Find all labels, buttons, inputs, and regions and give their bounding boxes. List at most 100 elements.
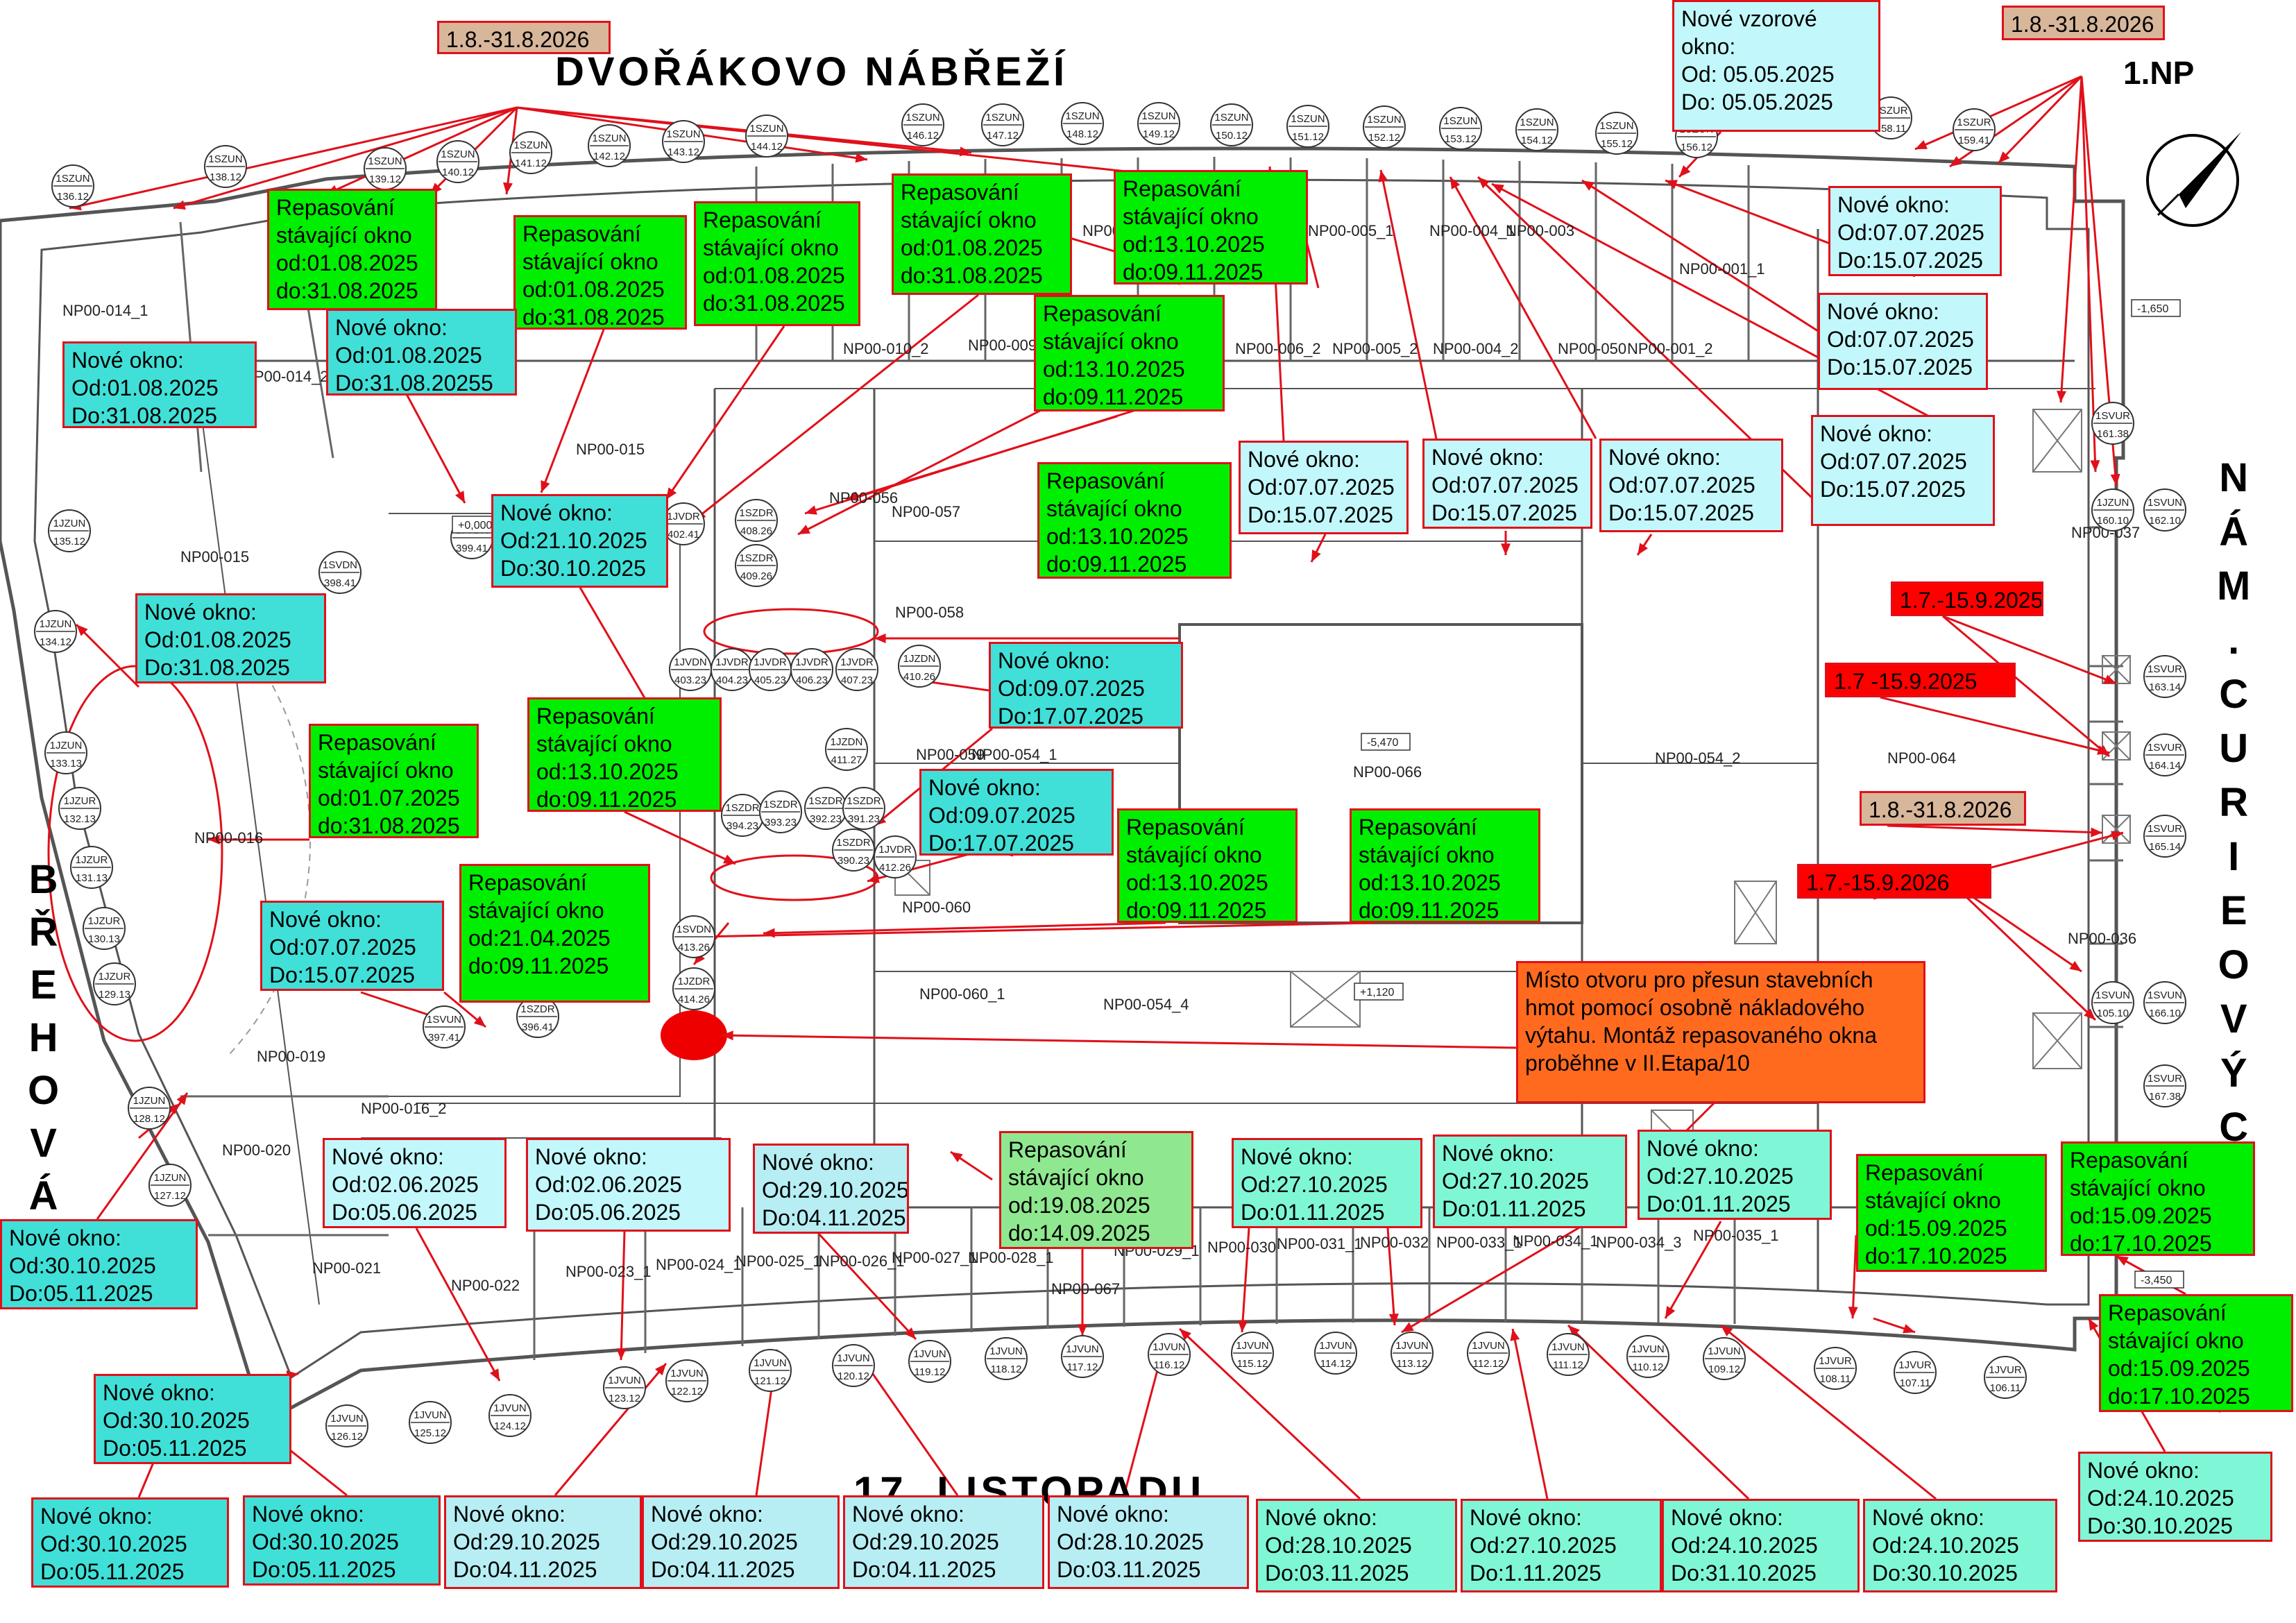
label-line: Od:27.10.2025: [1470, 1533, 1617, 1558]
window-number: 167.38: [2149, 1091, 2181, 1103]
label-line: Nové okno:: [500, 500, 613, 525]
window-number: 404.23: [716, 674, 748, 686]
street-letter: O: [2218, 942, 2250, 987]
label-line: do:09.11.2025: [1123, 260, 1264, 284]
window-number: 408.26: [740, 525, 772, 537]
arrow-head: [489, 1368, 500, 1381]
label-l23: 1.7 -15.9.2025: [1825, 663, 2016, 697]
window-number: 108.11: [1820, 1373, 1851, 1385]
window-code: 1SZDR: [808, 795, 842, 807]
arrow-head: [1077, 1324, 1088, 1336]
street-letter: Ý: [2220, 1051, 2247, 1096]
window-number: 393.23: [765, 817, 797, 829]
window-code: 1JZUR: [64, 795, 96, 807]
arrow-head: [1388, 1313, 1399, 1325]
window-number: 119.12: [915, 1366, 946, 1378]
label-line: Do:15.07.2025: [1608, 500, 1754, 525]
arrow-head: [1510, 1329, 1520, 1341]
street-letter: R: [2219, 780, 2249, 825]
window-code: 1JVDR: [715, 656, 749, 668]
window-number: 112.12: [1473, 1358, 1504, 1370]
street-letter: Ř: [28, 910, 58, 955]
window-code: 1JZDN: [903, 653, 936, 665]
label-line: Od:29.10.2025: [453, 1529, 600, 1554]
window-number: 143.12: [667, 146, 699, 158]
label-line: Nové okno:: [1872, 1505, 1984, 1530]
label-line: Nové okno:: [1248, 447, 1360, 472]
window-number: 153.12: [1445, 133, 1477, 145]
room-label: NP00-054_1: [971, 746, 1057, 763]
label-line: stávající okno: [1123, 204, 1259, 229]
level-value: -1,650: [2137, 303, 2168, 315]
street-letter: Á: [28, 1173, 58, 1218]
street-letter: .: [2228, 618, 2240, 663]
arrow-line: [1379, 169, 1438, 439]
window-code: 1SZDR: [763, 799, 797, 810]
window-number: 144.12: [751, 141, 783, 153]
label-line: Od:27.10.2025: [1647, 1164, 1794, 1189]
window-code: 1JVDR: [667, 511, 700, 522]
room-label: NP00-067: [1051, 1280, 1120, 1298]
label-line: Od:07.07.2025: [1820, 449, 1967, 474]
arrow-line: [721, 1034, 1517, 1049]
window-number: 127.12: [154, 1190, 186, 1202]
window-number: 391.23: [848, 813, 880, 825]
label-line: od:13.10.2025: [1046, 524, 1189, 549]
window-code: 1JZUN: [50, 740, 83, 751]
arrow-line: [624, 810, 736, 865]
label-line: Do:04.11.2025: [651, 1557, 795, 1582]
window-code: 1SVUN: [2148, 497, 2182, 509]
arrow-line: [665, 325, 785, 500]
label-line: Do:01.11.2025: [1241, 1200, 1385, 1225]
window-code: 1JZUN: [2097, 497, 2129, 509]
arrow-head: [1378, 170, 1388, 182]
window-code: 1SZUN: [56, 173, 90, 185]
room-label: NP00-016: [194, 829, 263, 847]
window-number: 122.12: [671, 1386, 703, 1397]
arrow-line: [540, 329, 605, 493]
label-line: Od: 05.05.2025: [1681, 62, 1835, 87]
window-number: 414.26: [678, 994, 710, 1005]
window-code: 1SZUN: [905, 112, 939, 124]
arrow-head: [666, 487, 677, 500]
room-label: NP00-001_1: [1679, 260, 1765, 278]
label-line: Nové okno:: [1057, 1502, 1169, 1527]
arrow-head: [2104, 674, 2116, 684]
label-line: Nové okno:: [1608, 445, 1721, 470]
window-tags: 1SZUN136.121SZUN138.121SZUN139.121SZUN14…: [34, 96, 2186, 1447]
label-line: Nové okno:: [998, 648, 1110, 673]
window-number: 128.12: [133, 1113, 165, 1125]
window-code: 1JVUN: [608, 1375, 641, 1386]
window-number: 114.12: [1320, 1358, 1352, 1370]
label-line: Do:30.10.2025: [2087, 1513, 2233, 1538]
label-line: Od:29.10.2025: [762, 1178, 909, 1203]
arrow-line: [415, 1227, 501, 1382]
arrow-line: [2080, 76, 2097, 473]
label-line: Od:27.10.2025: [1241, 1172, 1388, 1197]
label-line: Od:30.10.2025: [40, 1531, 187, 1556]
opening-marker: [661, 1010, 727, 1060]
